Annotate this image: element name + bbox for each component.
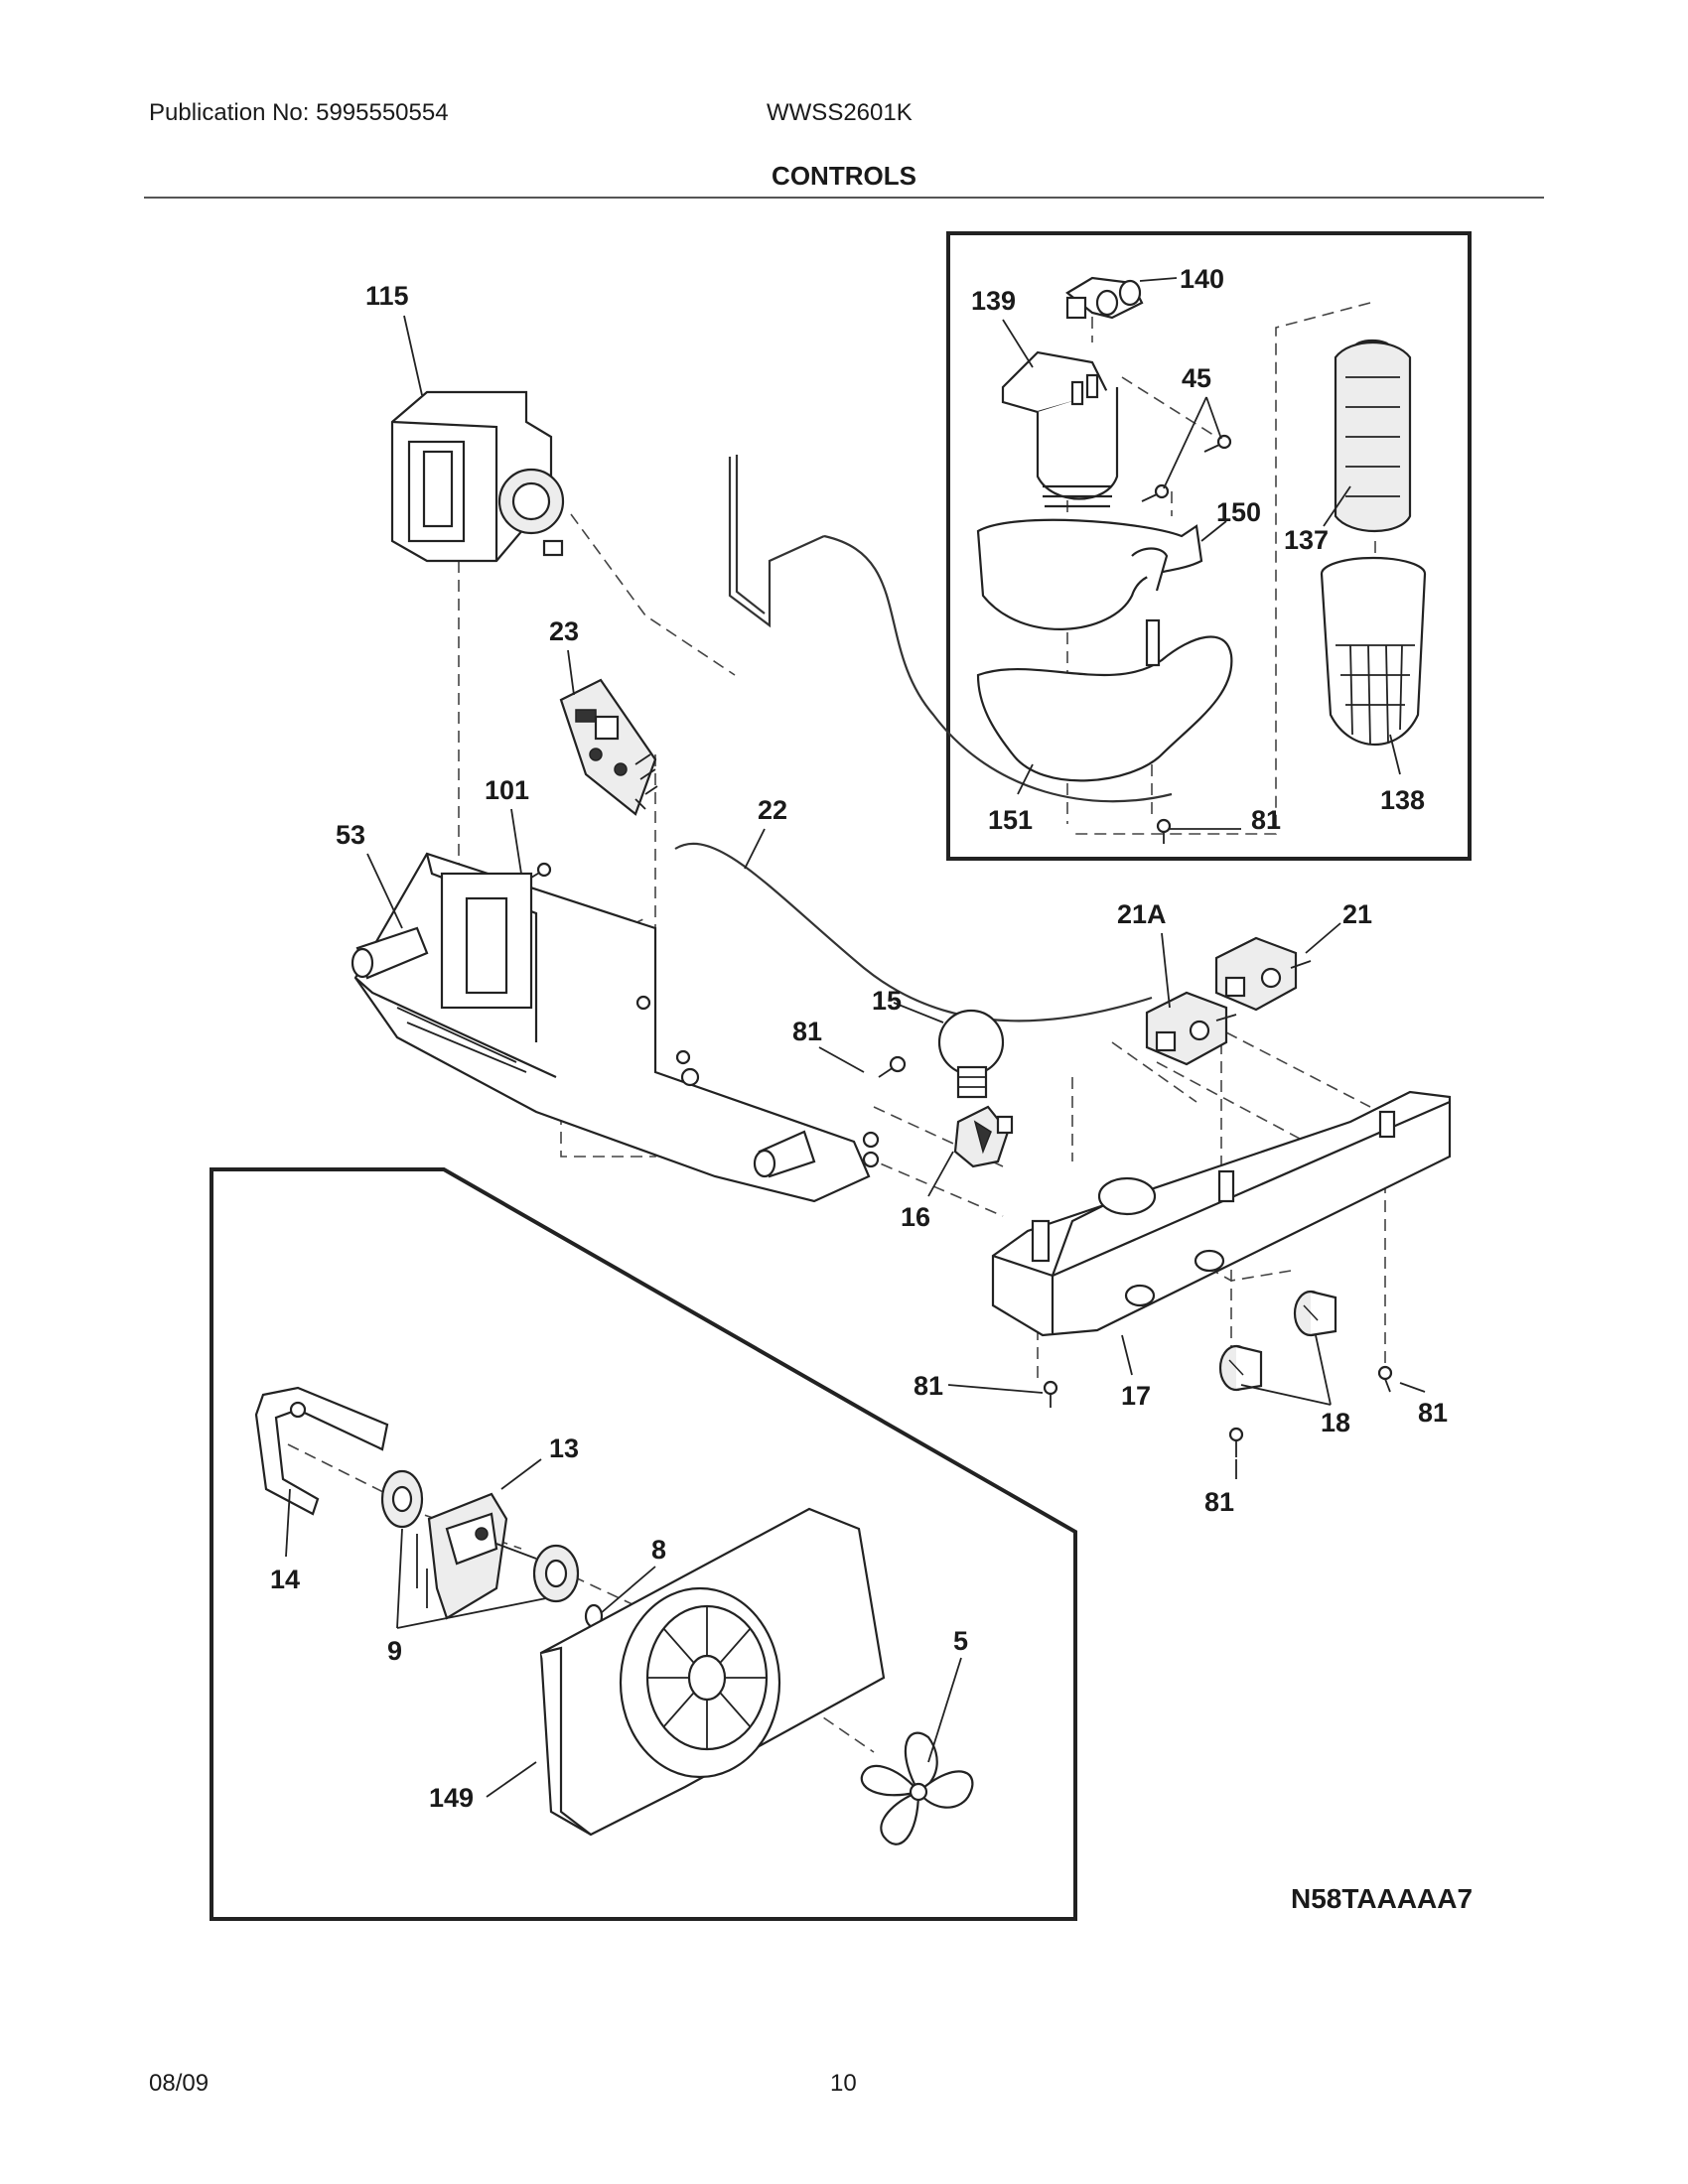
callout-115: 115 bbox=[365, 281, 409, 311]
callout-81-c: 81 bbox=[1204, 1487, 1234, 1517]
page-number: 10 bbox=[830, 2070, 857, 2097]
callout-101: 101 bbox=[485, 775, 529, 805]
callout-138: 138 bbox=[1380, 785, 1425, 815]
water-filter-inset-frame bbox=[946, 231, 1472, 861]
callout-labels: 115 23 101 53 22 15 81 16 21A 21 17 18 8… bbox=[270, 264, 1448, 1813]
callout-140: 140 bbox=[1180, 264, 1224, 294]
part-140-elbow-fitting bbox=[1065, 276, 1144, 320]
part-5-fan-blade bbox=[860, 1731, 974, 1845]
callout-8: 8 bbox=[651, 1535, 666, 1565]
part-149-fan-shroud bbox=[539, 1507, 886, 1837]
footer-date: 08/09 bbox=[149, 2070, 210, 2097]
callout-9: 9 bbox=[387, 1636, 402, 1666]
callout-22: 22 bbox=[758, 795, 787, 825]
part-115-control-housing bbox=[390, 390, 565, 563]
callout-21a: 21A bbox=[1117, 899, 1167, 929]
callout-leader-lines bbox=[285, 277, 1426, 1798]
part-81-screw-e bbox=[1156, 818, 1172, 844]
callout-16: 16 bbox=[901, 1202, 930, 1232]
part-150-filter-cover-top bbox=[976, 518, 1203, 630]
callout-18: 18 bbox=[1321, 1408, 1350, 1437]
part-53-housing-base bbox=[351, 852, 880, 1203]
part-9-motor-mount-rear bbox=[532, 1544, 580, 1603]
part-81-screw-a bbox=[878, 1055, 907, 1078]
callout-137: 137 bbox=[1284, 525, 1329, 555]
callout-23: 23 bbox=[549, 616, 579, 646]
callout-15: 15 bbox=[872, 986, 902, 1016]
part-15-light-bulb bbox=[937, 1009, 1005, 1099]
callout-139: 139 bbox=[971, 286, 1016, 316]
part-18-knob-b bbox=[1293, 1290, 1337, 1337]
part-22-sensing-tube bbox=[674, 455, 1173, 1023]
part-16-lamp-socket bbox=[953, 1105, 1014, 1168]
part-13-fan-motor bbox=[416, 1492, 537, 1620]
part-17-control-panel bbox=[991, 1090, 1452, 1337]
callout-81-e: 81 bbox=[1251, 805, 1281, 835]
section-title: CONTROLS bbox=[772, 161, 916, 191]
callout-53: 53 bbox=[336, 820, 365, 850]
part-21a-switch bbox=[1145, 991, 1237, 1066]
callout-45: 45 bbox=[1182, 363, 1211, 393]
part-137-filter-cartridge bbox=[1334, 339, 1412, 533]
part-45-screws bbox=[1141, 434, 1232, 502]
publication-number: Publication No: 5995550554 bbox=[149, 99, 449, 126]
callout-81-a: 81 bbox=[792, 1017, 822, 1046]
model-number: WWSS2601K bbox=[767, 99, 913, 126]
part-14-bracket bbox=[254, 1386, 389, 1516]
part-9-motor-mount-front bbox=[380, 1469, 424, 1529]
part-81-screw-b bbox=[1043, 1380, 1058, 1408]
callout-14: 14 bbox=[270, 1565, 300, 1594]
callout-21: 21 bbox=[1342, 899, 1372, 929]
callout-151: 151 bbox=[988, 805, 1033, 835]
fan-motor-inset-frame bbox=[210, 1167, 1077, 1921]
part-21-switch bbox=[1214, 936, 1312, 1012]
part-139-filter-head bbox=[1001, 350, 1119, 508]
part-151-filter-cover-bottom bbox=[976, 618, 1233, 782]
part-23-control-board bbox=[559, 678, 658, 816]
part-18-knob-a bbox=[1218, 1344, 1263, 1392]
callout-81-d: 81 bbox=[1418, 1398, 1448, 1428]
part-138-filter-bowl bbox=[1320, 556, 1427, 747]
header-rule bbox=[144, 197, 1544, 199]
callout-150: 150 bbox=[1216, 497, 1261, 527]
callout-13: 13 bbox=[549, 1433, 579, 1463]
part-81-screw-c bbox=[1228, 1427, 1244, 1457]
callout-149: 149 bbox=[429, 1783, 474, 1813]
part-81-screw-d bbox=[1377, 1365, 1393, 1393]
callout-81-b: 81 bbox=[914, 1371, 943, 1401]
diagram-code: N58TAAAAA7 bbox=[1291, 1883, 1473, 1914]
callout-17: 17 bbox=[1121, 1381, 1151, 1411]
callout-5: 5 bbox=[953, 1626, 968, 1656]
